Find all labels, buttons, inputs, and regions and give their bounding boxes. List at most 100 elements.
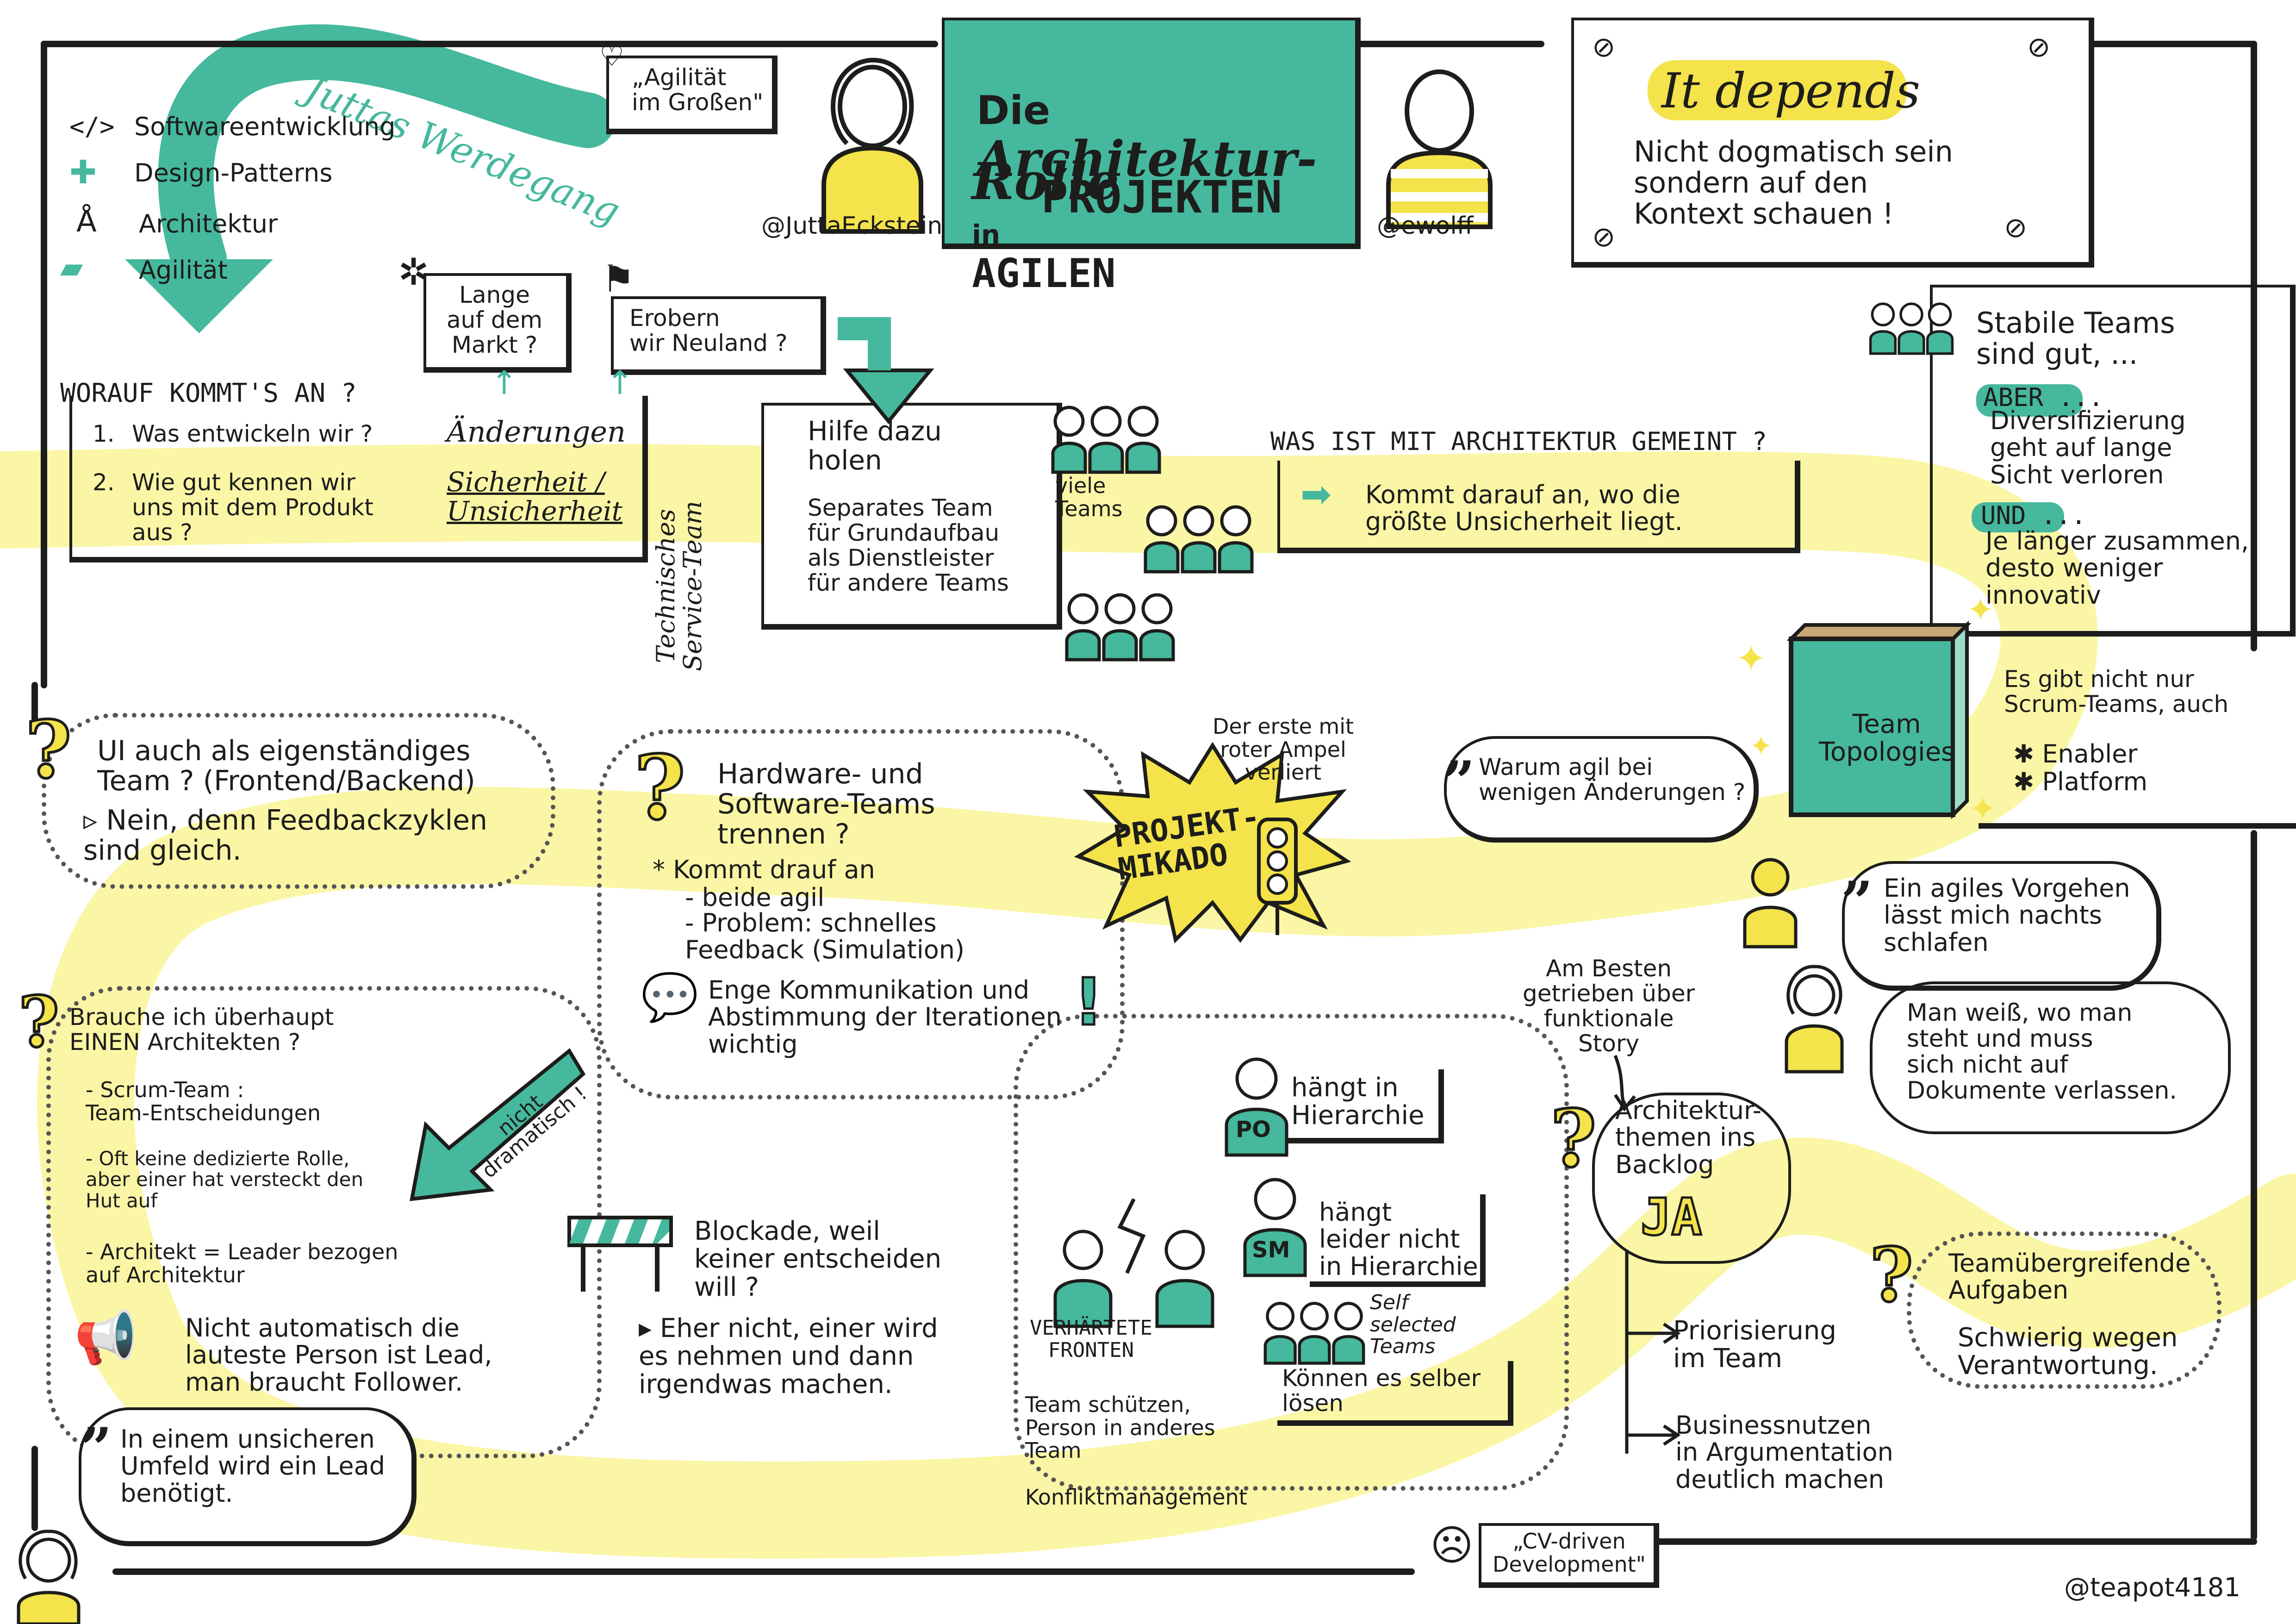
mikado-starburst [1074, 742, 1351, 943]
worauf-a2: Sicherheit / Unsicherheit [447, 466, 622, 527]
it-depends-text: Nicht dogmatisch sein sondern auf den Ko… [1634, 135, 1953, 231]
quote-icon: „ [1444, 717, 1476, 782]
schuetzen-text: Team schützen, Person in anderes Team [1025, 1392, 1215, 1463]
it-depends-headline: It depends [1661, 62, 1921, 119]
platform-text: Platform [2042, 767, 2148, 796]
cobweb-icon: ✲ [398, 250, 429, 294]
sparkle-icon: ✦ [1967, 591, 1994, 629]
worauf-box [69, 396, 648, 562]
worauf-q2-num: 2. [93, 469, 115, 496]
arrow-up-icon: ↑ [606, 364, 634, 402]
architecture-heading: WAS IST MIT ARCHITEKTUR GEMEINT ? [1270, 427, 1767, 456]
it-depends-highlight [1648, 60, 1907, 120]
title-line1: Die Architektur- [977, 46, 1317, 185]
team-topologies-book [1786, 620, 1972, 819]
blockade-title: Blockade, weil keiner entscheiden will ? [694, 1216, 942, 1302]
sm-person-figure [1243, 1178, 1307, 1277]
blockade-answer: ▸ Eher nicht, einer wird es nehmen und d… [639, 1313, 938, 1399]
hardware-b4: Enge Kommunikation und Abstimmung der It… [708, 975, 1062, 1059]
cv-driven-text: „CV-driven Development" [1493, 1529, 1646, 1577]
sparkle-icon: ✦ [1969, 790, 1997, 828]
career-item-4: Agilität [139, 256, 228, 285]
ui-team-answer: ▹ Nein, denn Feedbackzyklen sind gleich. [83, 804, 488, 867]
signature: @teapot4181 [2064, 1573, 2241, 1603]
architekt-b3: - Architekt = Leader bezogen auf Archite… [86, 1239, 398, 1287]
teal-career-path [158, 24, 616, 287]
sparkle-icon: ✦ [1749, 730, 1773, 762]
ui-team-question: UI auch als eigenständiges Team ? (Front… [97, 735, 475, 797]
compass-icon: Å [76, 205, 97, 239]
hardware-question: Hardware- und Software-Teams trennen ? [717, 758, 935, 850]
po-text-box [1287, 1069, 1444, 1143]
team-group-icon [1051, 406, 1161, 474]
platform-bullet: ✱ Platform [2013, 767, 2148, 796]
note-lange: Lange auf dem Markt ? [447, 281, 543, 358]
architekt-question: Brauche ich überhaupt EINEN Architekten … [69, 1004, 334, 1056]
title-agilen: AGILEN [972, 250, 1116, 297]
service-team-box [761, 403, 1062, 630]
note-neuland: Erobern wir Neuland ? [629, 305, 788, 356]
note-lange-box [423, 273, 572, 373]
agiles-vorgehen-bubble [1842, 861, 2161, 991]
blockade-answer-text: Eher nicht, einer wird es nehmen und dan… [639, 1313, 938, 1399]
team-topologies-title: Team Topologies [1819, 709, 1955, 768]
screw-icon: ⊘ [2004, 212, 2028, 244]
quote-icon: „ [81, 1384, 113, 1449]
hardware-b3: - Problem: schnelles Feedback (Simulatio… [685, 908, 965, 965]
backlog-note: Am Besten getrieben über funktionale Sto… [1523, 955, 1695, 1057]
arrow-up-icon: ↑ [491, 364, 518, 402]
title-architektur: Architektur- [977, 129, 1317, 187]
backlog-branch1: Priorisierung im Team [1673, 1316, 1836, 1374]
hierarchy-cloud [1014, 1014, 1569, 1491]
teamuebergreifend-cloud [1907, 1231, 2221, 1389]
question-mark-icon: ? [1868, 1230, 1915, 1320]
team-group-icon [1065, 593, 1175, 662]
service-team-text: Separates Team für Grundaufbau als Diens… [808, 494, 1009, 596]
exclamation-icon: ! [1073, 965, 1105, 1040]
enabler-text: Enabler [2042, 739, 2138, 768]
person-figure [1785, 965, 1844, 1074]
screw-icon: ⊘ [1592, 221, 1616, 253]
unsicheres-umfeld-bubble [79, 1407, 417, 1546]
backlog-answer: JA [1639, 1187, 1703, 1247]
yellow-road-path [0, 444, 2296, 1559]
hardware-b1: * Kommt drauf an [653, 856, 875, 883]
flag-icon: ⚑ [602, 257, 635, 300]
enabler-bullet: ✱ Enabler [2013, 739, 2138, 768]
teal-arrow-head [125, 259, 273, 333]
teamuebergreifend-text: Schwierig wegen Verantwortung. [1958, 1323, 2178, 1381]
roadblock-icon [567, 1216, 673, 1292]
arrow-right-icon: ➡ [1300, 473, 1332, 516]
title-box [942, 18, 1361, 249]
self-selected-text-box [1277, 1361, 1513, 1426]
architecture-text: Kommt darauf an, wo die größte Unsicherh… [1365, 480, 1683, 537]
man-weiss-cloud [1870, 981, 2231, 1134]
ui-team-cloud [42, 713, 555, 889]
aber-highlight [1976, 384, 2083, 417]
agility-note-box [606, 56, 778, 134]
quote-icon: „ [1842, 837, 1874, 903]
question-mark-icon: ? [1549, 1091, 1598, 1187]
backlog-branch2: Businessnutzen in Argumentation deutlich… [1675, 1411, 1893, 1494]
person-figure [17, 1530, 81, 1624]
title-die: Die [977, 87, 1051, 134]
architecture-box [1277, 461, 1800, 553]
stable-teams-title: Stabile Teams sind gut, ... [1976, 306, 2175, 371]
self-selected-team-icon [1263, 1302, 1365, 1365]
speaker-left-figure [821, 57, 923, 234]
conflict-people-icon [1053, 1198, 1214, 1328]
team-group-icon [1144, 505, 1254, 574]
title-line2: Rolle in AGILEN [972, 111, 1119, 295]
mikado-note: Der erste mit roter Ampel verliert [1213, 714, 1354, 785]
architekt-b2: - Oft keine dedizierte Rolle, aber einer… [86, 1147, 364, 1212]
teal-arrow-diagonal-icon [410, 1048, 586, 1201]
question-mark-icon: ? [17, 980, 61, 1064]
team-group-icon [1869, 302, 1954, 355]
agility-note: „Agilität im Großen" [632, 64, 764, 116]
hardware-b2: - beide agil [685, 883, 825, 912]
hardware-b1-text: Kommt drauf an [673, 855, 875, 884]
note-neuland-box [611, 296, 826, 375]
sm-badge: SM [1252, 1237, 1290, 1263]
po-text: hängt in Hierarchie [1291, 1073, 1425, 1131]
asterisk-icon: * [653, 855, 665, 884]
